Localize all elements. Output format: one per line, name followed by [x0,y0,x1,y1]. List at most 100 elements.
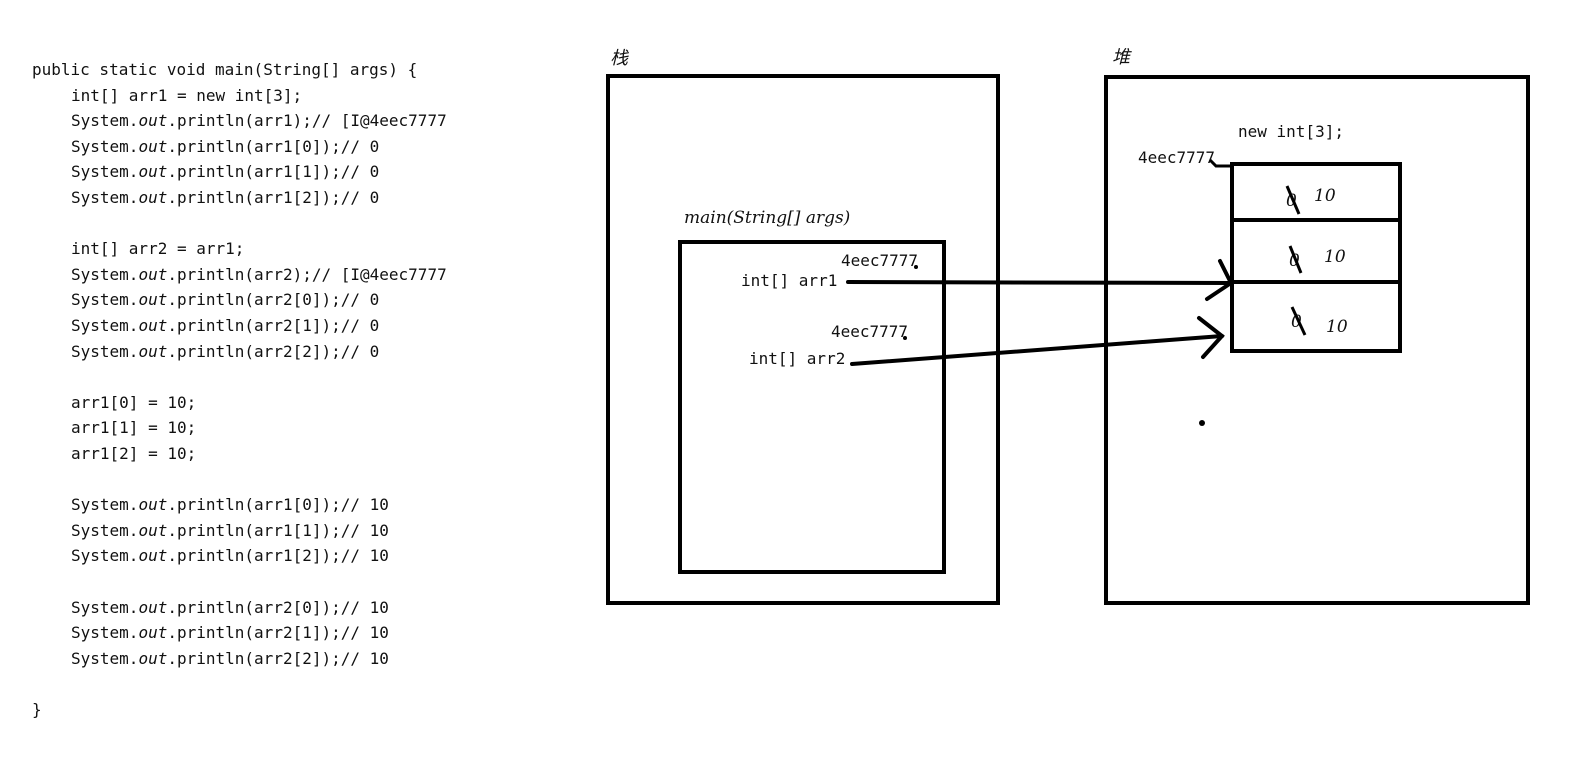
code-out: out [138,162,168,182]
code-arg: arr2[2] [254,648,322,668]
code-line: } [32,698,42,722]
code-arg: arr1[1] [254,520,322,540]
code-println: .println( [167,188,255,207]
code-text: int[] arr2 = arr1; [71,239,245,259]
code-text: arr1[1] = 10; [71,418,197,438]
code-close: ); [321,597,341,617]
code-out: out [138,520,168,540]
code-arg: arr2[2] [254,341,322,361]
code-system: System. [71,111,139,131]
code-println: .println( [167,495,255,515]
code-println: .println( [167,111,255,131]
array-box [1230,162,1402,353]
arr1-arrow [846,259,1234,301]
code-println: .println( [167,648,255,668]
stack-title: 栈 [610,48,629,69]
code-comment: // [I@4eec7777 [311,264,447,284]
cell-2-old-value: 0 [1291,312,1302,332]
code-line: System.out.println(arr1[0]);// 0 [71,135,379,159]
code-line: System.out.println(arr2);// [I@4eec7777 [71,263,447,287]
code-system: System. [71,290,139,310]
code-comment: // 10 [340,520,389,540]
code-close: ); [321,316,341,335]
code-line: public static void main(String[] args) { [32,58,417,82]
code-comment: // 0 [340,341,380,361]
code-println: .println( [167,520,255,540]
code-println: .println( [167,264,255,284]
code-println: .println( [167,597,255,617]
code-system: System. [71,162,139,182]
cell-0-strike [1285,185,1301,215]
code-arg: arr2[0] [254,290,322,310]
code-comment: // 0 [340,136,380,156]
code-line: System.out.println(arr2[2]);// 0 [71,340,379,364]
code-text: } [32,700,42,719]
code-system: System. [71,597,139,617]
code-comment: // 0 [340,188,380,207]
code-close: ); [321,341,341,361]
code-line: System.out.println(arr1);// [I@4eec7777 [71,109,447,133]
heap-box [1104,75,1530,605]
code-system: System. [71,341,139,361]
code-arg: arr2[1] [254,316,322,335]
cell-2-new-value: 10 [1326,317,1348,337]
cell-1-new-value: 10 [1324,247,1346,267]
code-line: int[] arr2 = arr1; [71,237,244,261]
code-comment: // 0 [340,162,380,182]
code-line: System.out.println(arr1[1]);// 0 [71,160,379,184]
code-system: System. [71,623,139,643]
stack-box [606,74,1000,605]
code-line: System.out.println(arr2[0]);// 10 [71,596,389,620]
code-system: System. [71,546,139,566]
code-arg: arr2[1] [254,623,322,643]
code-out: out [138,341,168,361]
code-text: arr1[2] = 10; [71,444,197,463]
code-println: .println( [167,290,255,310]
code-out: out [138,495,168,515]
code-close: ); [321,188,341,207]
heap-title: 堆 [1112,47,1132,68]
code-out: out [138,623,168,643]
code-out: out [138,316,168,335]
code-close: ); [321,520,341,540]
code-system: System. [71,136,139,156]
code-line: int[] arr1 = new int[3]; [71,84,302,108]
dot [1199,420,1205,426]
code-out: out [138,290,168,310]
code-close: ); [292,111,312,131]
code-text: arr1[0] = 10; [71,392,197,412]
code-println: .println( [167,136,255,156]
code-println: .println( [167,316,255,335]
code-arg: arr1[1] [254,162,322,182]
code-println: .println( [167,623,255,643]
code-comment: // 0 [340,290,380,310]
code-out: out [138,111,168,131]
code-comment: // 10 [340,546,389,566]
code-out: out [138,648,168,668]
code-system: System. [71,188,139,207]
code-arg: arr2[0] [254,597,322,617]
code-arg: arr2 [254,264,293,284]
dot [903,336,907,340]
arr2-label: int[] arr2 [749,349,845,368]
code-close: ); [321,546,341,566]
code-comment: // 0 [340,316,380,335]
main-frame-box [678,240,946,574]
code-system: System. [71,520,139,540]
heap-address-tick [1208,158,1232,168]
code-out: out [138,264,168,284]
code-close: ); [321,162,341,182]
code-line: System.out.println(arr2[2]);// 10 [71,647,389,671]
code-system: System. [71,264,139,284]
code-close: ); [321,290,341,310]
code-line: System.out.println(arr1[2]);// 10 [71,544,389,568]
code-line: System.out.println(arr2[1]);// 0 [71,314,379,338]
code-close: ); [321,136,341,156]
code-out: out [138,546,168,566]
code-println: .println( [167,546,255,566]
code-comment: // 10 [340,648,389,668]
code-system: System. [71,316,139,335]
code-line: System.out.println(arr2[0]);// 0 [71,288,379,312]
cell-0: 0 10 [1285,185,1336,215]
code-close: ); [321,623,341,643]
